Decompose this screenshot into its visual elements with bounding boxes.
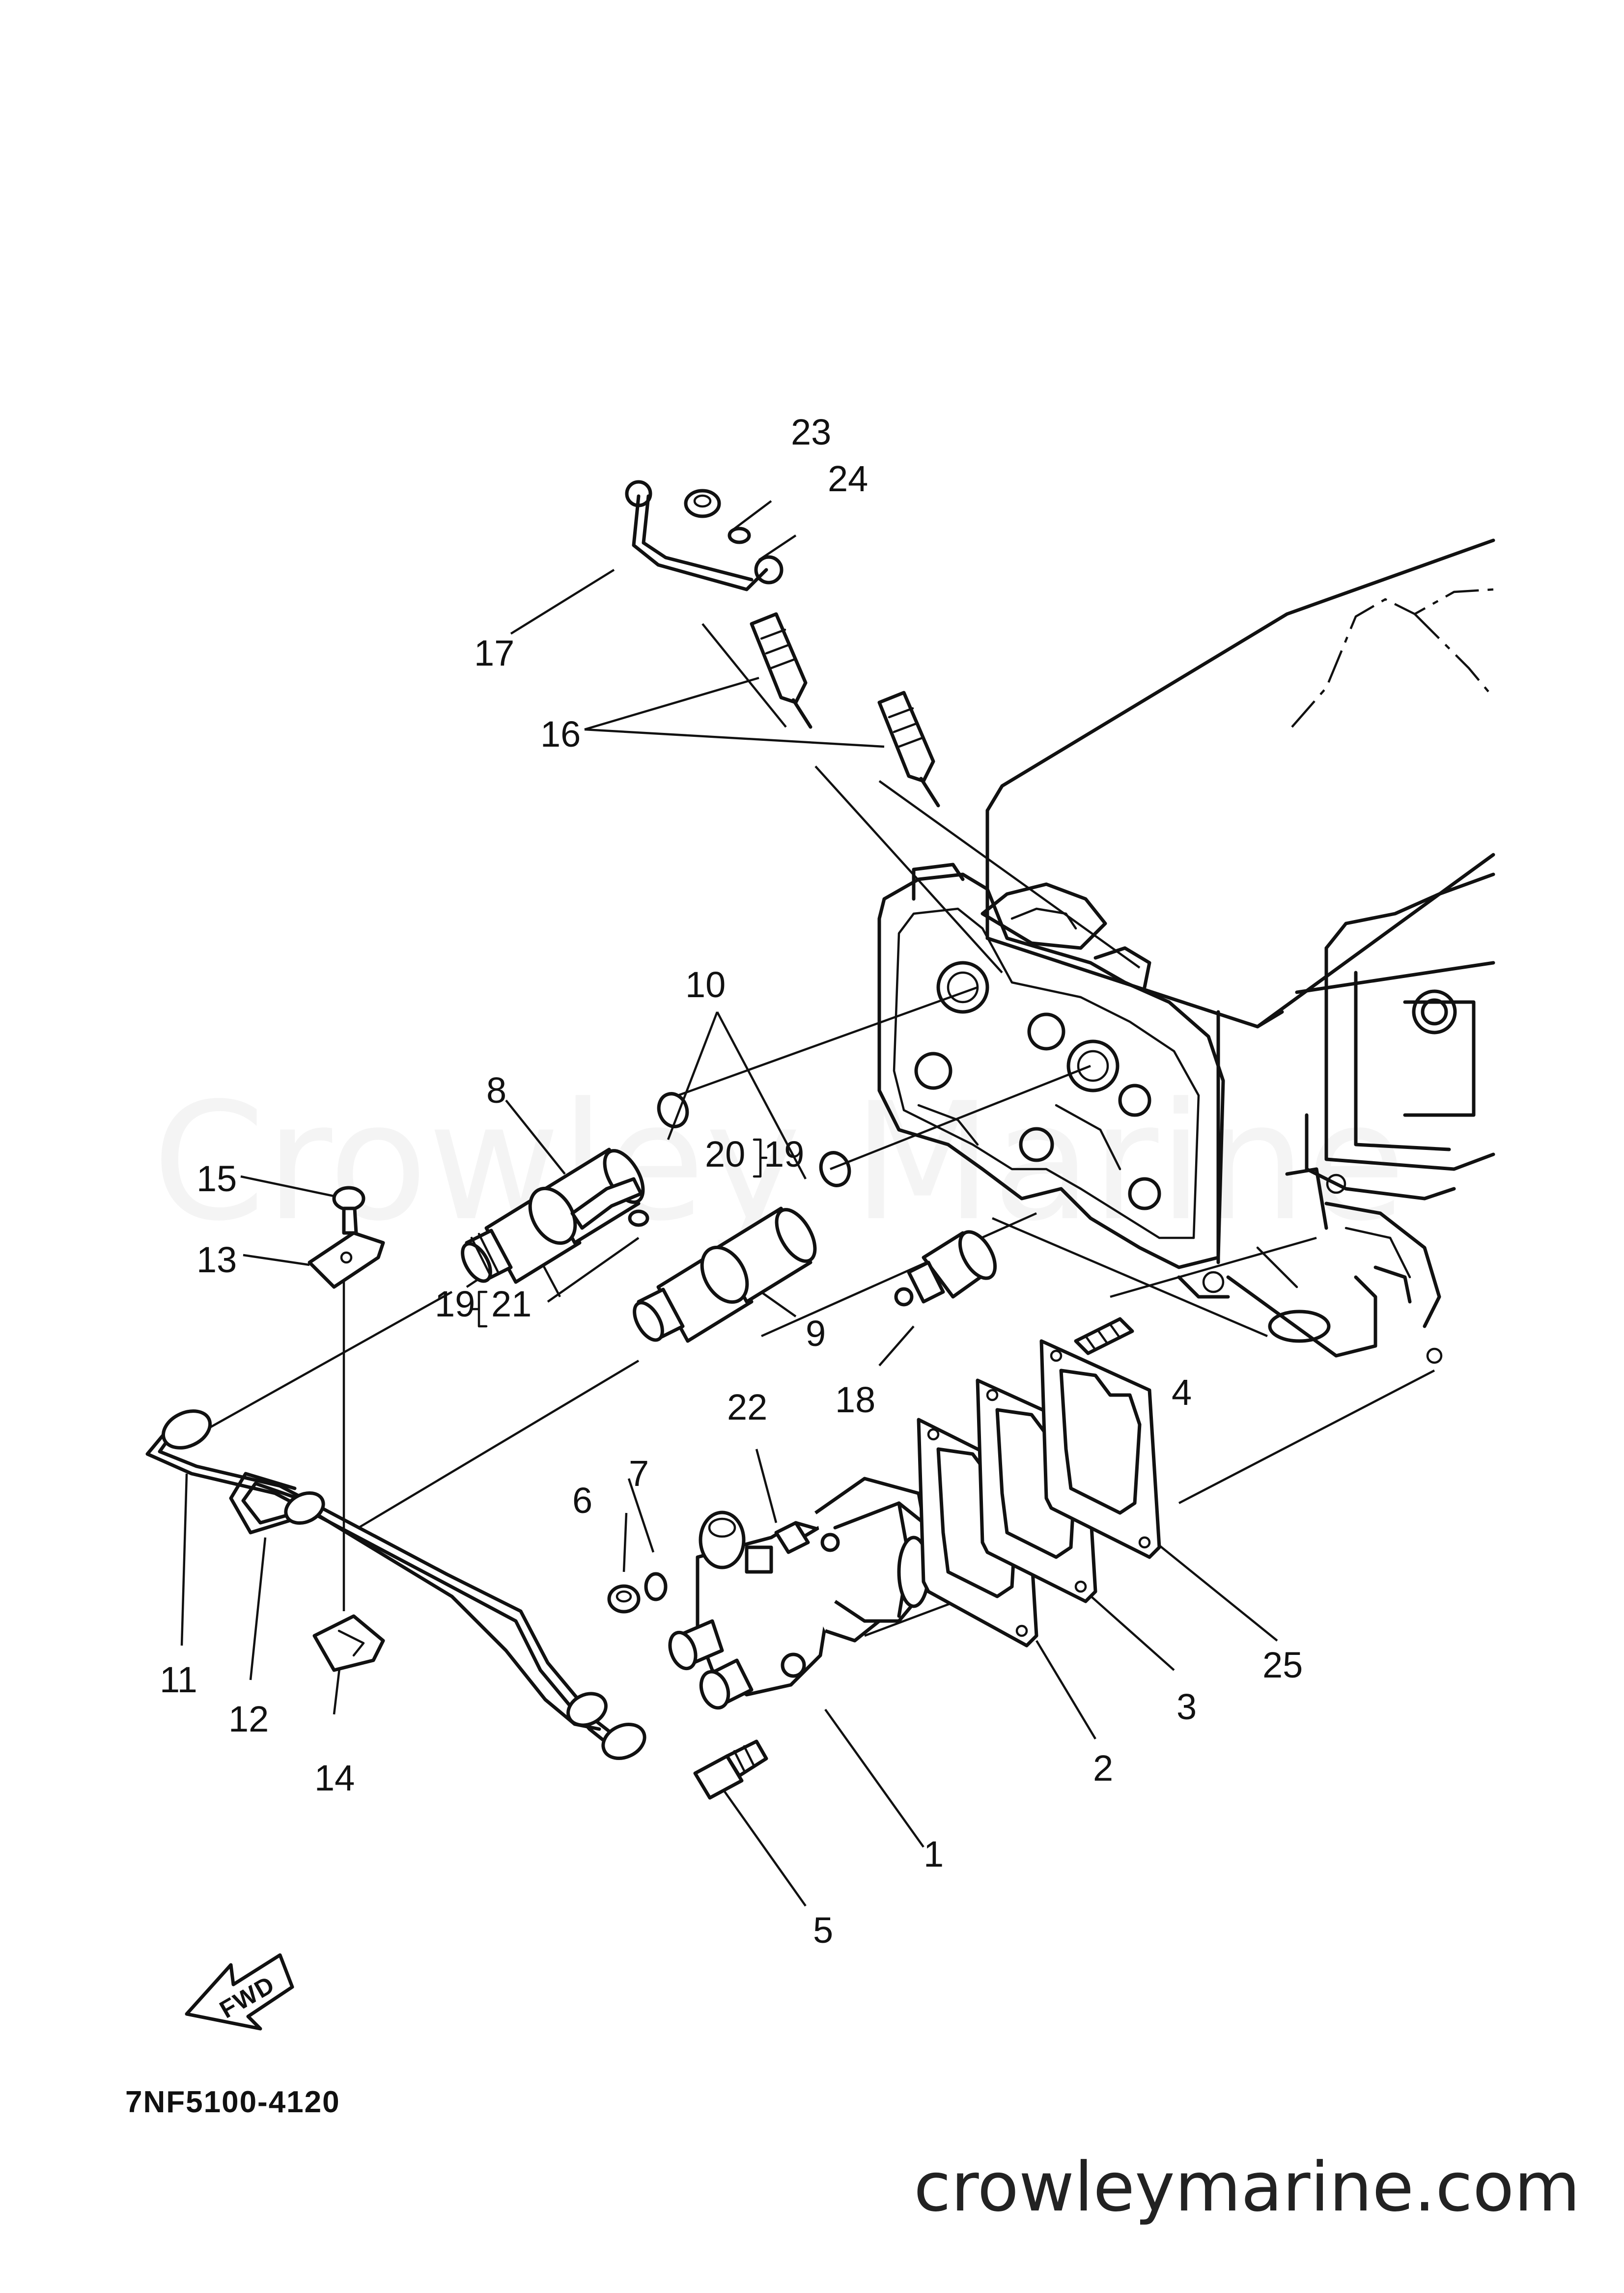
screw-part [332,1186,365,1235]
callout-14: 14 [314,1758,355,1798]
callout-numbers: 1 2 3 4 5 6 7 8 9 10 11 12 14 13 15 16 1… [160,412,1303,1951]
lead-nut-part [684,489,721,518]
bolt-part [693,1739,768,1800]
fuel-injection-pump-part [668,1477,930,1710]
lead-washer-part [728,527,751,544]
clip-part [628,1209,649,1227]
glow-plug-part [750,612,940,808]
center-lines [205,623,1435,1637]
callout-5: 5 [813,1910,833,1951]
callout-2: 2 [1093,1748,1113,1789]
fuel-cut-sensor-part [894,1230,997,1307]
callout-13: 13 [196,1239,237,1280]
callout-17: 17 [474,633,514,673]
callout-6: 6 [572,1480,592,1521]
callout-16: 16 [540,714,581,755]
engine-block-drawing [877,538,1495,1364]
stud-part [1074,1317,1134,1355]
washer-part [644,1572,668,1601]
pipe-holder-part [312,1614,385,1672]
injection-pipe-part [145,1423,621,1751]
leader-lines [180,500,1278,1907]
website-label: crowleymarine.com [914,2148,1580,2227]
callout-8: 8 [486,1070,506,1111]
callout-24: 24 [828,458,868,499]
pipe-nut-part [161,1409,646,1760]
callout-15: 15 [196,1158,237,1199]
leak-off-pipe-part [570,1177,643,1230]
callout-19-right: 19 [764,1134,804,1174]
pump-stud-part [774,1521,810,1554]
clamp-part [308,1231,385,1289]
callout-19-left: 19 [435,1284,475,1324]
callout-22: 22 [727,1387,767,1427]
callout-11: 11 [160,1659,197,1700]
callout-10: 10 [685,964,726,1005]
callout-25: 25 [1262,1645,1303,1685]
callout-21: 21 [491,1284,532,1324]
callout-9: 9 [806,1313,826,1354]
callout-18: 18 [835,1379,875,1420]
callout-1: 1 [924,1834,944,1874]
glow-plug-lead-wire [625,480,784,591]
fwd-arrow-icon: FWD [185,1953,294,2031]
injector-nozzle-part-b [633,1206,817,1343]
callout-4: 4 [1172,1372,1192,1413]
nut-part [607,1584,641,1614]
o-ring-part [657,1092,851,1187]
callout-20: 20 [705,1134,745,1174]
callout-brackets [470,1138,768,1328]
callout-7: 7 [629,1453,649,1494]
gasket-part-b [1039,1339,1161,1559]
callout-12: 12 [228,1699,269,1739]
part-code-label: 7NF5100-4120 [125,2085,340,2119]
callout-23: 23 [791,412,831,452]
callout-3: 3 [1176,1686,1197,1727]
